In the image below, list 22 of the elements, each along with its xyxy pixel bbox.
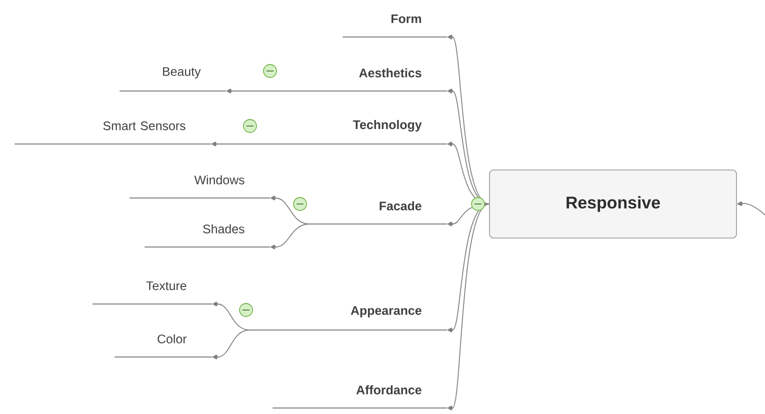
subtopic-label: Color bbox=[114, 334, 212, 358]
topic-label: Technology bbox=[234, 120, 448, 144]
topic-label: Appearance bbox=[249, 306, 448, 330]
arrow bbox=[447, 204, 490, 410]
subtopic-label: Texture bbox=[92, 281, 212, 304]
arrow bbox=[211, 142, 236, 146]
subtopic-label: Shades bbox=[144, 224, 270, 248]
topic-label: Facade bbox=[309, 201, 448, 224]
topic-label: Form bbox=[342, 14, 448, 38]
arrow bbox=[212, 330, 250, 360]
arrow bbox=[270, 224, 310, 250]
arrow bbox=[212, 302, 250, 330]
subtopic-label: Beauty bbox=[119, 67, 226, 92]
topic-label: Aesthetics bbox=[249, 68, 448, 92]
root-box: Responsive bbox=[489, 170, 737, 238]
subtopic-label: Smart Sensors bbox=[14, 121, 212, 144]
arrow bbox=[447, 204, 490, 332]
topic-label: Affordance bbox=[272, 385, 448, 408]
arrow bbox=[447, 88, 490, 204]
arrow bbox=[226, 88, 250, 94]
arrow bbox=[447, 204, 490, 226]
subtopic-label: Windows bbox=[129, 175, 270, 198]
